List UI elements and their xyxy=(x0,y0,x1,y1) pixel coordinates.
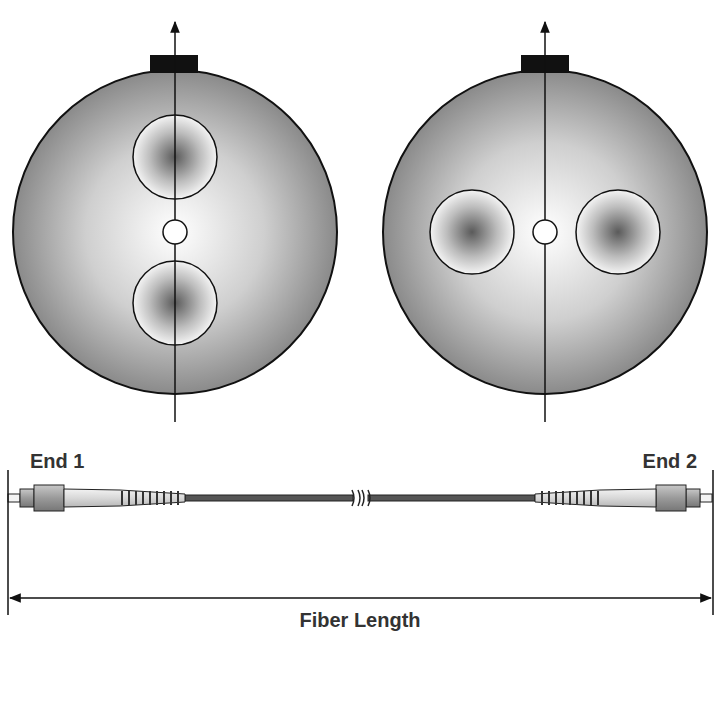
boot-ridge xyxy=(128,491,130,505)
boot-ridge xyxy=(156,491,158,505)
boot-ridge xyxy=(597,491,599,505)
boot-ridge xyxy=(177,491,179,505)
boot-ridge xyxy=(170,491,172,505)
boot-ridge xyxy=(562,491,564,505)
fiber-cross-section-left xyxy=(13,22,337,422)
dimension-label: Fiber Length xyxy=(295,609,424,632)
boot-ridge xyxy=(149,491,151,505)
boot-ridge xyxy=(590,491,592,505)
fiber-cross-section-right xyxy=(383,22,707,422)
boot-ridge xyxy=(548,491,550,505)
boot-ridge xyxy=(135,491,137,505)
boot-ridge xyxy=(163,491,165,505)
end-label: End 1 xyxy=(30,450,84,473)
boot-ridge xyxy=(555,491,557,505)
boot-ridge xyxy=(541,491,543,505)
boot-ridge xyxy=(576,491,578,505)
end-label: End 2 xyxy=(643,450,697,473)
boot-ridge xyxy=(121,491,123,505)
boot-ridge xyxy=(569,491,571,505)
dimension-line xyxy=(8,470,713,615)
boot-ridge xyxy=(583,491,585,505)
patch-cable xyxy=(8,485,712,511)
boot-ridge xyxy=(142,491,144,505)
